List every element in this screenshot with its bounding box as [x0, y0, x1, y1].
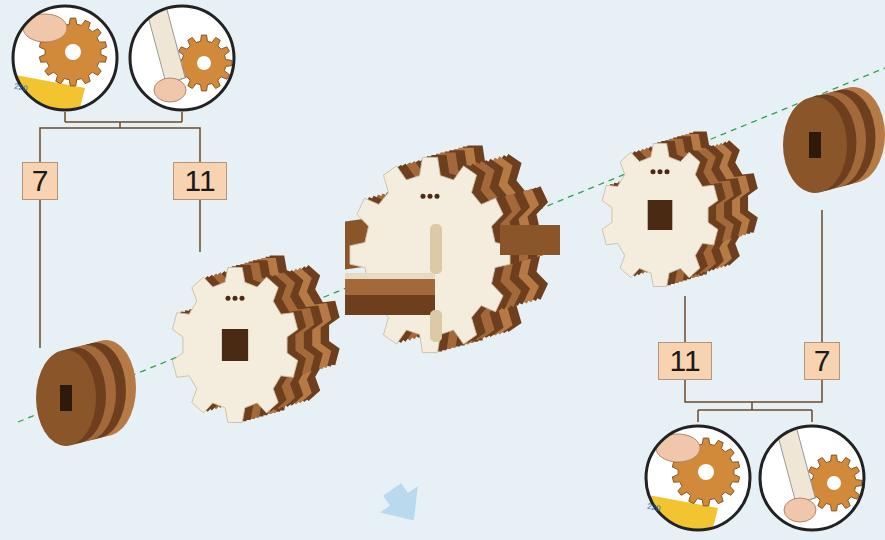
callout-box: 7	[22, 162, 58, 200]
callout-number: 7	[814, 346, 831, 376]
callout-box: 11	[658, 342, 712, 380]
tool-icon	[638, 426, 750, 540]
callout-box: 7	[804, 342, 840, 380]
tool-icon	[5, 6, 117, 128]
sandpaper-grit: 220	[646, 503, 661, 514]
axis-line	[18, 68, 885, 422]
wooden-gear	[602, 132, 758, 287]
callout-box: 11	[173, 162, 227, 200]
wooden-gear	[172, 256, 339, 423]
spacer-ring	[783, 87, 885, 193]
tool-icon	[130, 1, 234, 110]
callout-number: 11	[184, 166, 215, 196]
direction-arrow	[373, 476, 432, 534]
callout-number: 11	[669, 346, 700, 376]
sandpaper-grit: 220	[13, 83, 28, 94]
gear-parts	[36, 87, 885, 446]
callout-number: 7	[32, 166, 49, 196]
leader-lines	[40, 112, 822, 422]
tool-icons	[5, 1, 864, 540]
tool-icon	[760, 421, 864, 530]
spacer-ring	[36, 340, 136, 446]
